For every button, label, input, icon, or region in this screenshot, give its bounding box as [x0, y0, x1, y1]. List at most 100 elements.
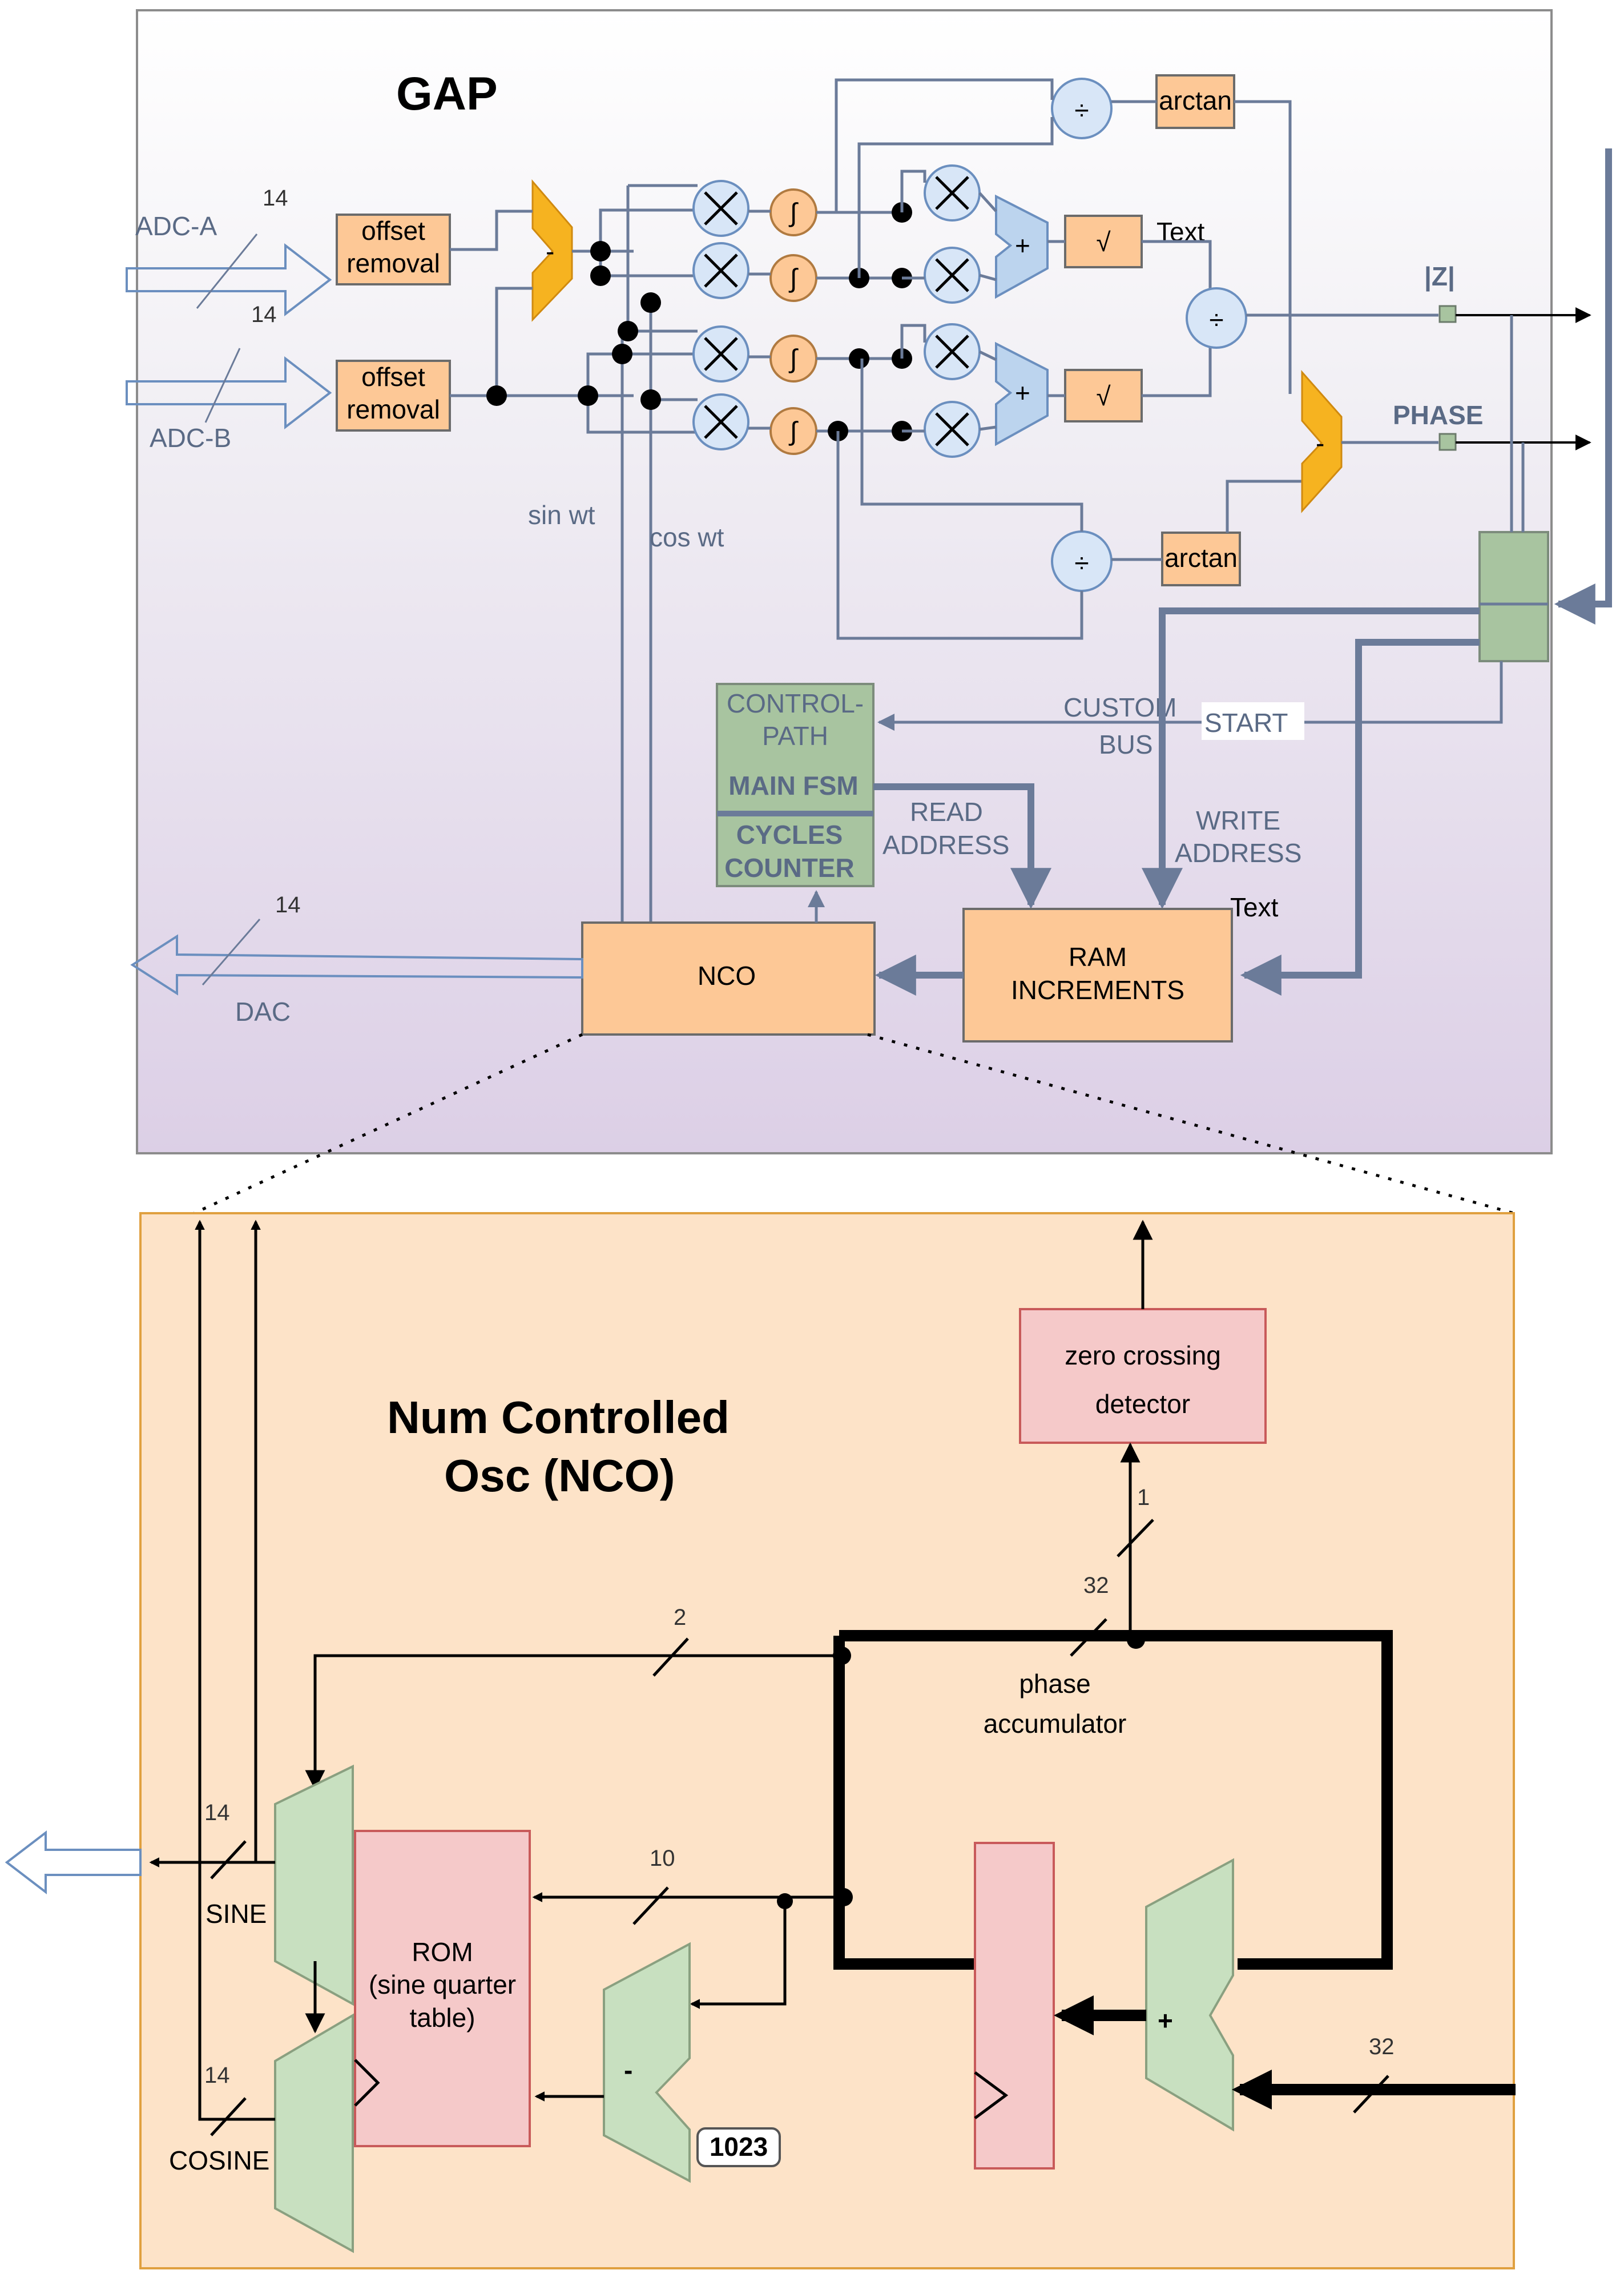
divide-block: ÷	[1051, 530, 1113, 592]
svg-text:arctan: arctan	[1159, 86, 1232, 115]
ram-block: RAM INCREMENTS	[962, 908, 1233, 1043]
integrator: ∫	[769, 188, 817, 236]
svg-text:PATH: PATH	[762, 721, 828, 751]
svg-text:INCREMENTS: INCREMENTS	[1011, 975, 1184, 1005]
main-fsm-label: MAIN FSM	[728, 771, 858, 800]
width-32-in: 32	[1369, 2034, 1395, 2059]
start-label: START	[1204, 708, 1288, 738]
multiplier	[692, 180, 749, 237]
divide-block: ÷	[1051, 78, 1113, 139]
integrator: ∫	[769, 254, 817, 302]
subtractor-block	[1301, 370, 1343, 513]
divide-block: ÷	[1186, 287, 1247, 349]
port	[1438, 305, 1457, 323]
adder-block	[995, 194, 1049, 299]
cycles-counter-label: CYCLES	[736, 820, 843, 850]
interface-block	[1478, 531, 1549, 662]
text-label: Text	[1230, 892, 1279, 922]
arctan-block: arctan	[1161, 532, 1241, 586]
rom-block: ROM (sine quarter table)	[354, 1830, 531, 2147]
output-arrow	[5, 1830, 142, 1895]
subtractor-block	[531, 179, 573, 322]
svg-text:ADDRESS: ADDRESS	[882, 830, 1009, 860]
zoom-line	[193, 1033, 583, 1215]
width-14-sine: 14	[204, 1800, 230, 1825]
svg-text:∫: ∫	[788, 263, 799, 293]
width-2: 2	[674, 1605, 686, 1630]
svg-text:offset: offset	[361, 216, 425, 245]
sin-wt-label: sin wt	[528, 500, 595, 530]
adc-b-arrow	[126, 356, 332, 430]
svg-text:Osc (NCO): Osc (NCO)	[444, 1450, 675, 1501]
multiplier	[692, 325, 749, 383]
svg-text:removal: removal	[346, 248, 440, 278]
svg-text:-: -	[1316, 428, 1324, 458]
width-10: 10	[650, 1846, 675, 1871]
cos-wt-label: cos wt	[650, 522, 724, 552]
svg-text:detector: detector	[1095, 1389, 1190, 1419]
arctan-block: arctan	[1155, 74, 1235, 129]
adc-b-width: 14	[251, 302, 277, 327]
svg-text:RAM: RAM	[1069, 942, 1127, 972]
adder-block	[995, 341, 1049, 446]
bus-tick	[202, 919, 261, 985]
multiplier	[692, 242, 749, 299]
offset-removal-b: offset removal	[336, 360, 451, 432]
gap-title: GAP	[396, 68, 498, 120]
sine-label: SINE	[205, 1899, 267, 1929]
sqrt-block: √	[1064, 215, 1143, 268]
bus-tick	[204, 348, 241, 423]
multiplier	[924, 247, 981, 304]
nco-panel: Num Controlled Osc (NCO) zero crossing d…	[5, 1212, 1516, 2269]
svg-text:+: +	[1015, 378, 1030, 408]
multiplier	[924, 323, 981, 380]
sqrt-block: √	[1064, 369, 1143, 422]
svg-text:∫: ∫	[788, 198, 799, 227]
svg-text:NCO: NCO	[698, 961, 756, 991]
adder-block	[1145, 1858, 1234, 2132]
dac-width: 14	[275, 892, 301, 917]
svg-text:√: √	[1096, 381, 1111, 411]
cosine-label: COSINE	[169, 2146, 269, 2175]
width-1: 1	[1137, 1485, 1150, 1510]
svg-text:+: +	[1158, 2006, 1173, 2035]
svg-text:BUS: BUS	[1099, 730, 1153, 759]
svg-text:table): table)	[409, 2003, 475, 2032]
nco-block: NCO	[581, 921, 876, 1036]
bus-tick	[196, 234, 258, 309]
write-address-label: WRITE	[1196, 806, 1280, 835]
port	[1438, 433, 1457, 451]
multiplier	[924, 164, 981, 222]
zero-crossing-block: zero crossing detector	[1019, 1308, 1267, 1444]
dac-arrow	[130, 934, 583, 996]
svg-text:accumulator: accumulator	[984, 1709, 1127, 1738]
sine-mux	[274, 1764, 354, 2006]
svg-text:arctan: arctan	[1164, 543, 1238, 573]
svg-text:ROM: ROM	[412, 1937, 473, 1967]
subtractor-block	[603, 1942, 691, 2183]
svg-text:(sine quarter: (sine quarter	[369, 1970, 516, 1999]
svg-text:-: -	[624, 2055, 632, 2085]
adc-a-arrow	[126, 243, 332, 317]
integrator: ∫	[769, 407, 817, 455]
dac-label: DAC	[235, 997, 291, 1027]
gap-panel: GAP ADC-A ADC-B 14 14 offset removal off…	[126, 9, 1612, 1154]
svg-text:-: -	[546, 236, 554, 266]
read-address-label: READ	[910, 797, 983, 827]
cosine-mux	[274, 2013, 354, 2253]
svg-text:1023: 1023	[710, 2132, 768, 2162]
svg-text:∫: ∫	[788, 344, 799, 373]
svg-text:removal: removal	[346, 395, 440, 424]
adc-a-label: ADC-A	[135, 211, 217, 241]
multiplier	[924, 401, 981, 458]
mag-label: |Z|	[1424, 261, 1455, 291]
width-32: 32	[1083, 1573, 1109, 1598]
adc-b-label: ADC-B	[150, 423, 231, 453]
phase-label: PHASE	[1393, 400, 1483, 430]
svg-text:CONTROL-: CONTROL-	[727, 689, 864, 718]
adc-a-width: 14	[263, 186, 288, 211]
controlpath-block: CONTROL- PATH MAIN FSM CYCLES COUNTER	[716, 683, 875, 887]
svg-text:÷: ÷	[1074, 95, 1089, 125]
integrator: ∫	[769, 335, 817, 383]
